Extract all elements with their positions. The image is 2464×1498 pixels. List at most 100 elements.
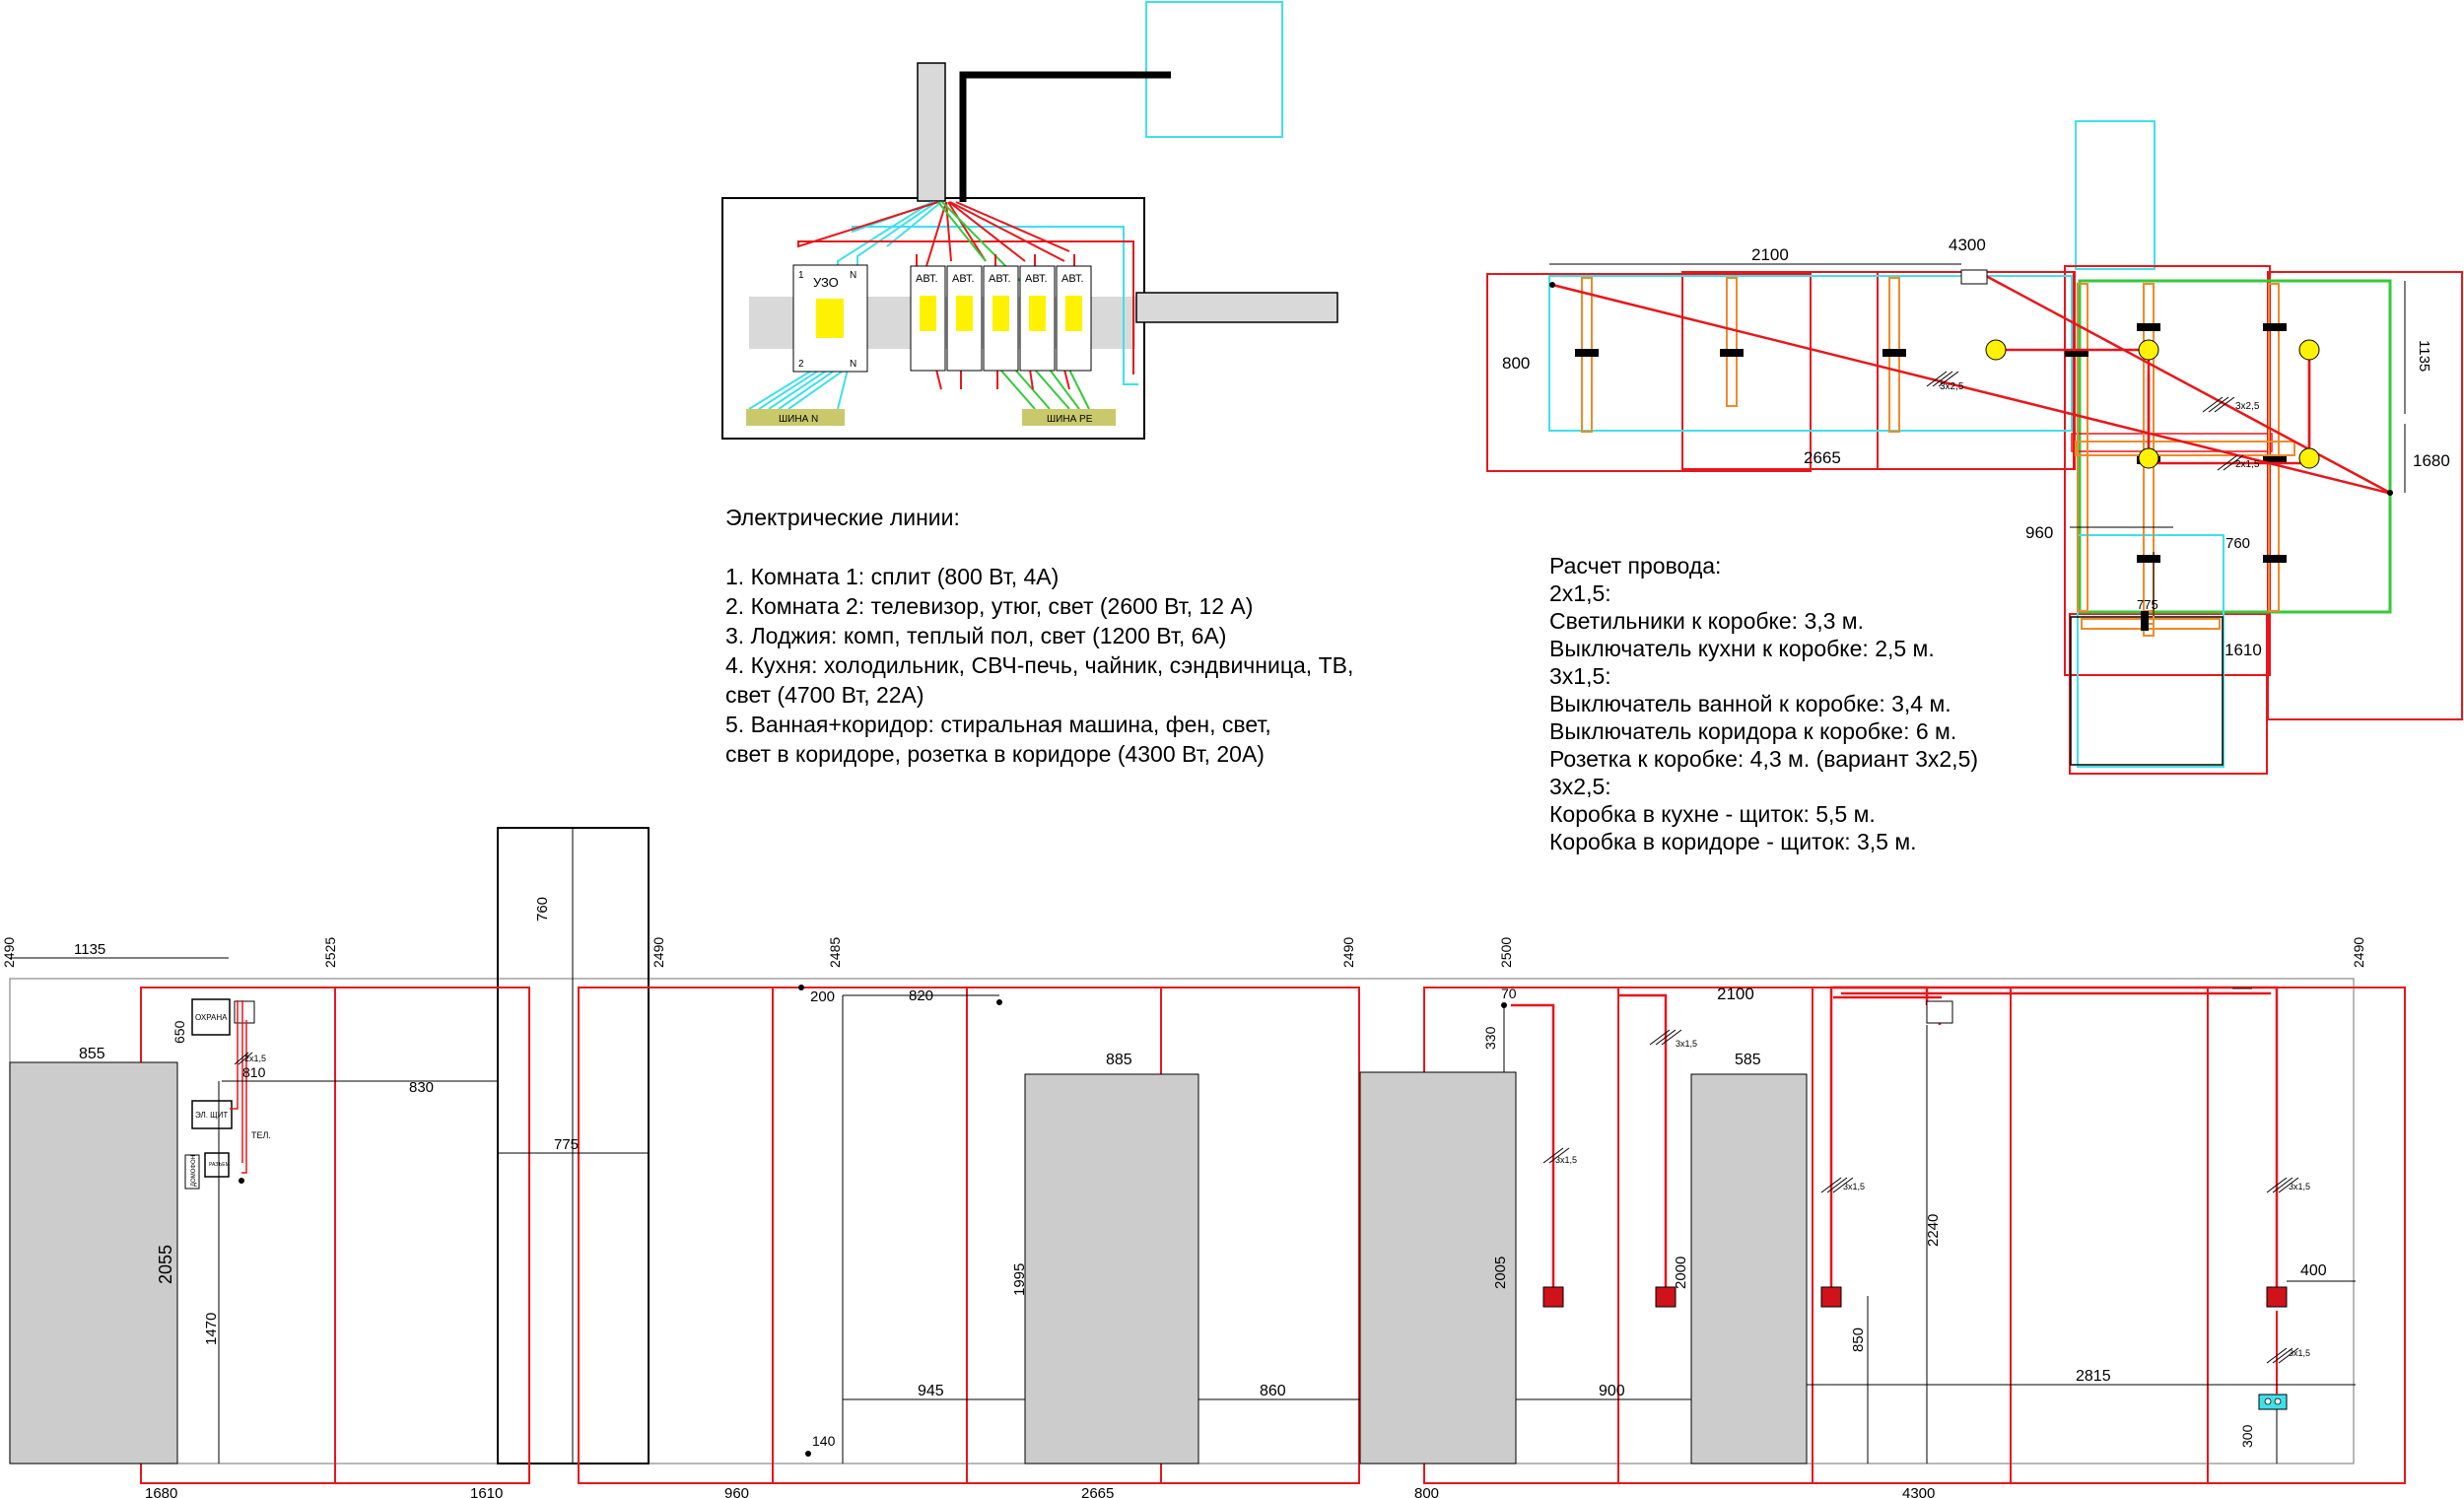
- rcd-pin-n1: N: [850, 270, 856, 281]
- dimension-label: 2490: [1, 937, 17, 968]
- dimension-label: 2665: [1081, 1485, 1114, 1498]
- plan-wire-label-3: 2х1,5: [2235, 459, 2260, 470]
- breaker-label: АВТ.: [989, 273, 1011, 285]
- dimension-label: 830: [409, 1079, 434, 1096]
- legend-line: 1. Комната 1: сплит (800 Вт, 4А): [725, 564, 1060, 589]
- dimension-label: 1610: [470, 1485, 503, 1498]
- dimension-label: 2100: [1717, 985, 1754, 1003]
- input-cable: [959, 71, 1171, 202]
- dimension-label: 820: [909, 987, 933, 1004]
- dimension-label: 2815: [2076, 1368, 2111, 1385]
- plan-dim-4300: 4300: [1949, 236, 1986, 254]
- dimension-label: 855: [79, 1046, 105, 1062]
- legend-line: 3. Лоджия: комп, теплый пол, свет (1200 …: [725, 623, 1227, 648]
- dimension-label: 585: [1735, 1052, 1761, 1068]
- legend-title: Электрические линии:: [725, 505, 960, 530]
- dimension-label: 2490: [1340, 937, 1356, 968]
- dimension-label: 140: [812, 1433, 836, 1449]
- plan-wire-label-2: 3х2,5: [2235, 401, 2260, 412]
- dimension-label: 2055: [156, 1245, 175, 1284]
- panel-schematic: УЗО 1 N 2 N АВТ.АВТ.АВТ.АВТ.АВТ. ШИНА N …: [721, 62, 1338, 440]
- plan-dim-800: 800: [1502, 354, 1530, 373]
- plan-dim-960: 960: [2025, 523, 2053, 542]
- cable-conduit-vertical: [917, 62, 946, 202]
- box-telbox-label: РАЗЪЕМ: [209, 1162, 230, 1168]
- box-panel-label: ЭЛ. ЩИТ: [195, 1111, 228, 1120]
- dimension-label: 2485: [827, 937, 843, 968]
- dimension-label: 760: [534, 897, 551, 921]
- breaker-lever: [1029, 296, 1046, 331]
- dimension-label: 960: [724, 1485, 749, 1498]
- calc-line: Выключатель ванной к коробке: 3,4 м.: [1549, 691, 1951, 716]
- breaker-label: АВТ.: [952, 273, 975, 285]
- dimension-label: 3х1,5: [1843, 1182, 1865, 1192]
- dimension-label: 800: [1414, 1485, 1439, 1498]
- calc-line: Розетка к коробке: 4,3 м. (вариант 3х2,5…: [1549, 746, 1979, 772]
- rcd-pin-n2: N: [850, 359, 856, 370]
- breaker-lever: [1065, 296, 1082, 331]
- dimension-label: 3х1,5: [1555, 1155, 1577, 1165]
- output-conduit: [1135, 292, 1338, 323]
- rcd-pin-2: 2: [798, 359, 804, 370]
- dimension-label: 200: [810, 988, 835, 1005]
- electrical-lines-legend: Электрические линии: 1. Комната 1: сплит…: [725, 503, 1435, 769]
- dimension-label: 2240: [1925, 1214, 1942, 1247]
- elevation: [9, 827, 2406, 1484]
- dimension-label: 900: [1599, 1383, 1625, 1399]
- dimension-label: 3х1,5: [1676, 1039, 1697, 1049]
- dimension-label: 1995: [1011, 1263, 1028, 1296]
- legend-line: 4. Кухня: холодильник, СВЧ-печь, чайник,…: [725, 652, 1354, 678]
- dimension-label: 400: [2300, 1262, 2327, 1279]
- door-wide: [1359, 1071, 1517, 1464]
- box-security-label: ОХРАНА: [195, 1013, 228, 1022]
- din-rail-left: [749, 297, 793, 349]
- rcd-lever: [816, 299, 844, 338]
- floor-plan: [1486, 120, 2463, 775]
- dimension-label: 1470: [203, 1313, 220, 1345]
- door-middle: [1024, 1073, 1199, 1464]
- wire-calculation: Расчет провода: 2х1,5: Светильники к кор…: [1549, 552, 2101, 855]
- plan-dim-1135: 1135: [2416, 340, 2432, 372]
- plan-dim-2665: 2665: [1804, 448, 1841, 467]
- ground-bus: [1022, 409, 1116, 426]
- ground-bus-label: ШИНА РЕ: [1047, 414, 1093, 425]
- dimension-label: 2490: [650, 937, 666, 968]
- cyan-outline-box: [1145, 1, 1283, 138]
- dimension-label: 650: [171, 1020, 187, 1044]
- dimension-label: 2500: [1498, 937, 1514, 968]
- dimension-label: 850: [1850, 1328, 1867, 1352]
- dimension-label: 2х1,5: [244, 1054, 266, 1063]
- dimension-label: 810: [242, 1064, 266, 1080]
- door-right: [1690, 1073, 1808, 1464]
- breaker-label: АВТ.: [1061, 273, 1084, 285]
- dimension-label: 300: [2239, 1424, 2255, 1448]
- calc-line: 3х2,5:: [1549, 774, 1611, 799]
- calc-line: 3х1,5:: [1549, 663, 1611, 689]
- calc-title: Расчет провода:: [1549, 553, 1722, 579]
- neutral-bus: [746, 409, 845, 426]
- dimension-label: 1135: [74, 941, 105, 958]
- calc-line: Коробка в кухне - щиток: 5,5 м.: [1549, 801, 1876, 827]
- plan-dim-775: 775: [2137, 597, 2158, 612]
- plan-dim-2100: 2100: [1751, 245, 1789, 264]
- plan-dim-1680: 1680: [2413, 451, 2450, 470]
- dimension-label: 3х1,5: [2289, 1182, 2310, 1192]
- breaker-lever: [920, 296, 936, 331]
- breaker-lever: [956, 296, 973, 331]
- legend-line: 2. Комната 2: телевизор, утюг, свет (260…: [725, 593, 1254, 619]
- dimension-label: 2525: [322, 937, 338, 968]
- legend-line: свет в коридоре, розетка в коридоре (430…: [725, 741, 1265, 767]
- calc-line: Коробка в коридоре - щиток: 3,5 м.: [1549, 829, 1917, 854]
- box-phone-label: ТЕЛ.: [251, 1130, 271, 1140]
- calc-line: Светильники к коробке: 3,3 м.: [1549, 608, 1865, 634]
- legend-line: 5. Ванная+коридор: стиральная машина, фе…: [725, 712, 1271, 737]
- calc-line: Выключатель кухни к коробке: 2,5 м.: [1549, 636, 1935, 661]
- door-left: [9, 1061, 178, 1464]
- rcd-pin-1: 1: [798, 270, 804, 281]
- box-intercom-label: ДОМОФОН: [191, 1155, 197, 1187]
- breaker-label: АВТ.: [1025, 273, 1048, 285]
- dimension-label: 2005: [1492, 1257, 1509, 1289]
- plan-dim-1610: 1610: [2224, 641, 2262, 659]
